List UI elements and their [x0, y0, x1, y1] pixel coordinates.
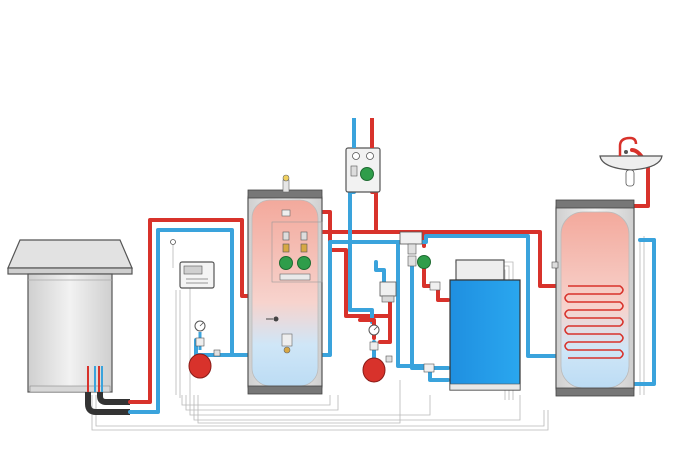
zone-valve-group [379, 231, 441, 373]
pump-icon [417, 255, 431, 269]
expansion-vessel-icon [188, 353, 212, 379]
gas-boiler [449, 259, 521, 391]
buffer-tank [247, 174, 323, 395]
heating-coil [564, 285, 624, 359]
heat-pump-outdoor-unit [7, 239, 133, 393]
pump-icon [297, 256, 311, 270]
mixing-station [345, 147, 381, 193]
expansion-vessel-left [188, 320, 221, 379]
pump-group [271, 209, 323, 354]
expansion-vessel-right [362, 324, 393, 383]
flexible-hose-cold [97, 392, 130, 405]
expansion-vessel-icon [362, 357, 386, 383]
pump-icon [360, 167, 374, 181]
wash-basin-tap [599, 136, 663, 187]
outdoor-sensor-icon [170, 239, 176, 245]
pump-icon [279, 256, 293, 270]
tap-icon [618, 136, 638, 156]
flexible-hose-hot [85, 392, 130, 415]
dhw-cylinder [551, 199, 635, 397]
controller [170, 239, 215, 289]
